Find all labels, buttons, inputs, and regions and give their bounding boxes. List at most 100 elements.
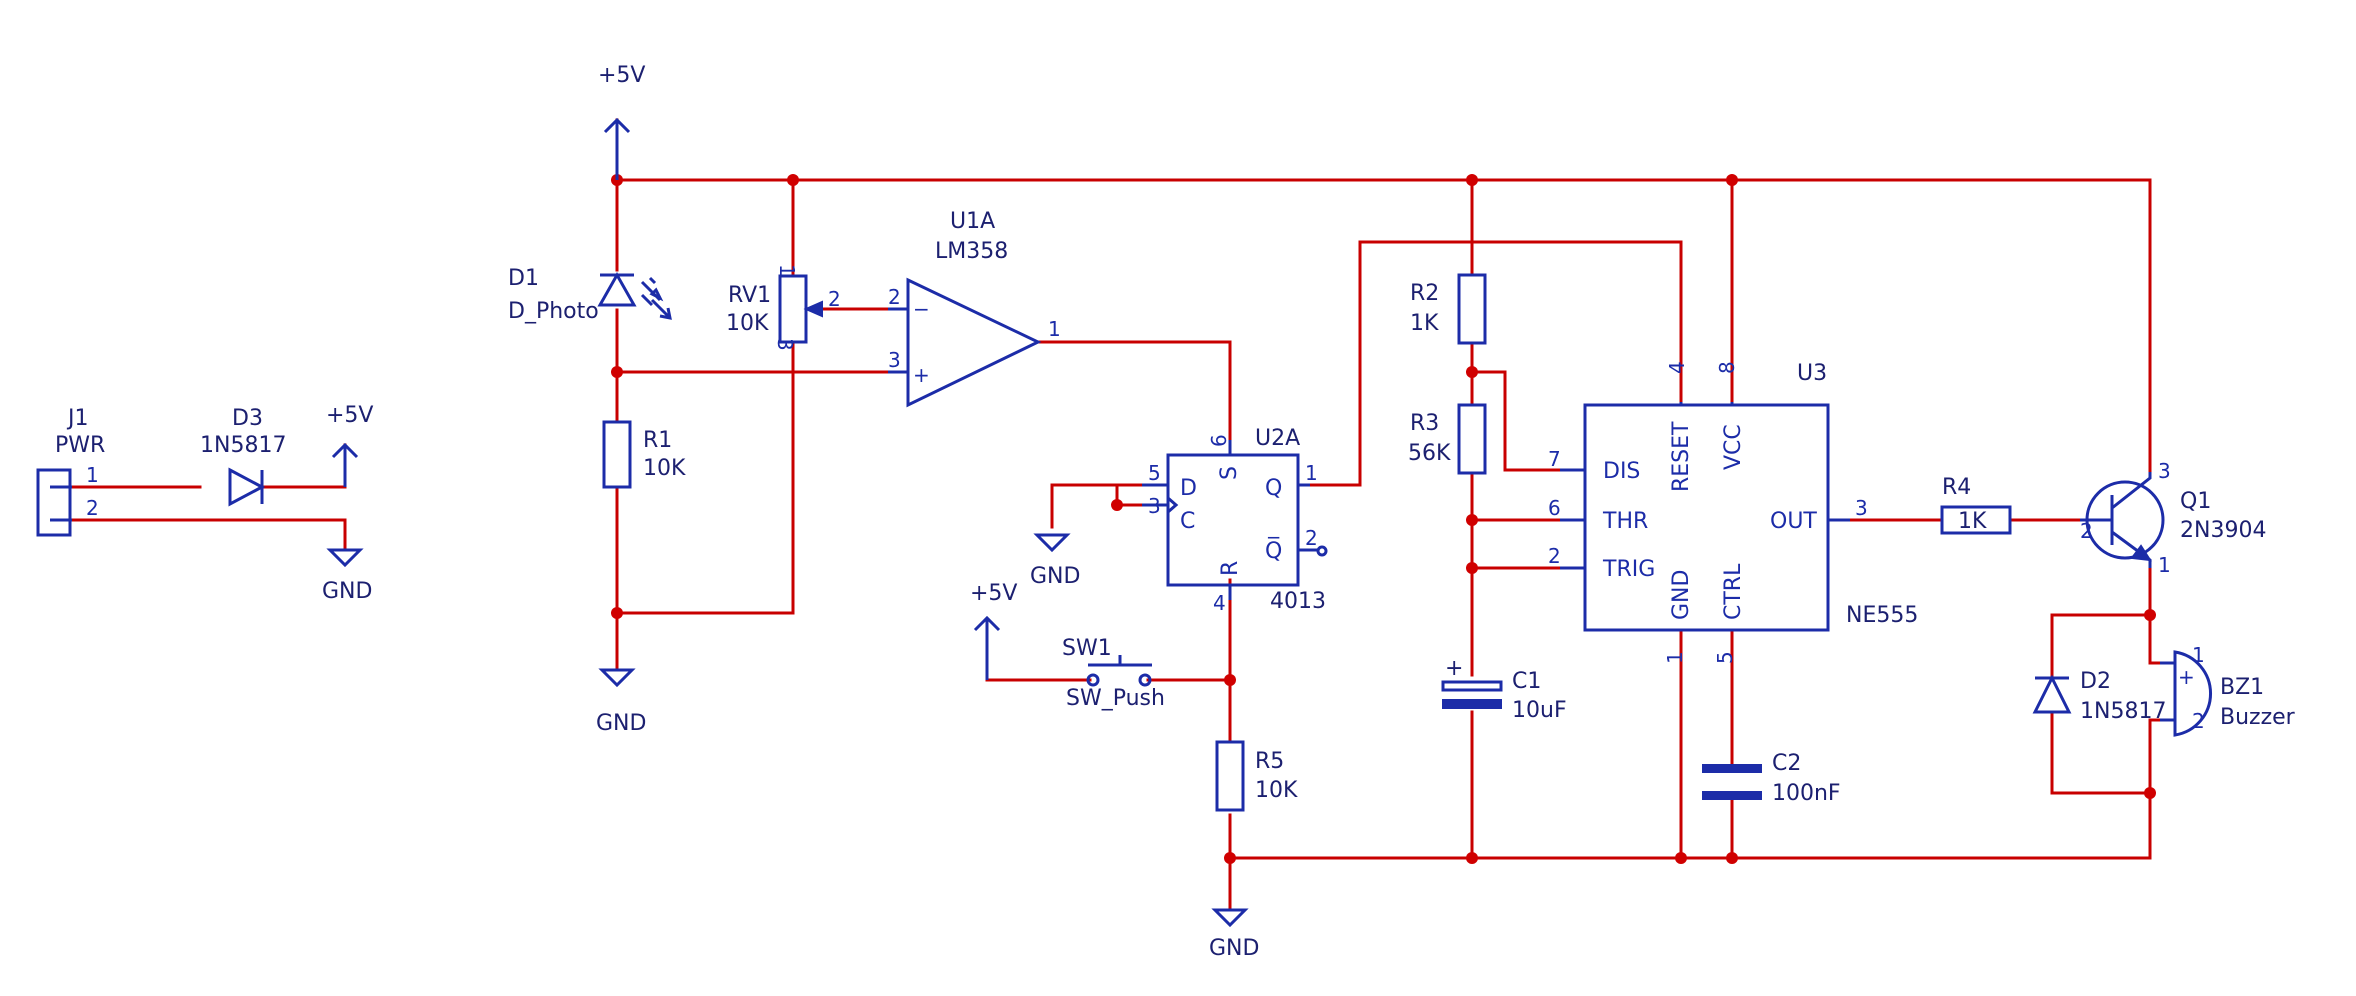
svg-text:R5: R5 <box>1255 749 1284 774</box>
gnd-symbol-u2a: GND <box>1030 533 1080 589</box>
gnd-symbol-j1: GND <box>322 548 372 604</box>
svg-text:C1: C1 <box>1512 669 1541 694</box>
bz1-buzzer: 1 2 + BZ1 Buzzer <box>2160 643 2296 737</box>
svg-text:3: 3 <box>1855 496 1868 520</box>
svg-text:+5V: +5V <box>970 581 1017 606</box>
svg-text:PWR: PWR <box>55 433 105 458</box>
d2-diode: D2 1N5817 <box>2032 669 2166 724</box>
svg-text:Buzzer: Buzzer <box>2220 705 2296 730</box>
svg-text:1: 1 <box>86 463 99 487</box>
svg-text:+5V: +5V <box>326 403 373 428</box>
svg-text:3: 3 <box>1148 494 1161 518</box>
svg-text:2: 2 <box>888 285 901 309</box>
svg-text:1: 1 <box>2192 643 2205 667</box>
svg-text:C: C <box>1180 509 1195 534</box>
svg-text:100nF: 100nF <box>1772 781 1841 806</box>
svg-text:RV1: RV1 <box>728 283 771 308</box>
rv1-potentiometer: 1 2 3 RV1 10K <box>726 264 841 351</box>
svg-text:4: 4 <box>1213 591 1226 615</box>
svg-text:GND: GND <box>1209 936 1259 961</box>
vcc-symbol-main: +5V <box>598 63 645 180</box>
svg-text:3: 3 <box>773 338 797 351</box>
svg-text:J1: J1 <box>66 406 89 431</box>
svg-text:2: 2 <box>1305 526 1318 550</box>
d1-photodiode: D1 D_Photo <box>508 266 672 324</box>
svg-text:6: 6 <box>1548 496 1561 520</box>
svg-text:2: 2 <box>2192 709 2205 733</box>
svg-text:D2: D2 <box>2080 669 2111 694</box>
svg-text:THR: THR <box>1602 509 1648 534</box>
d3-diode: D3 1N5817 <box>200 406 286 507</box>
svg-text:1K: 1K <box>1410 311 1439 336</box>
vcc-symbol-sw: +5V <box>970 581 1017 680</box>
svg-text:D_Photo: D_Photo <box>508 299 599 324</box>
svg-text:2: 2 <box>1548 544 1561 568</box>
svg-text:3: 3 <box>888 348 901 372</box>
c2-capacitor: C2 100nF <box>1702 751 1841 806</box>
j1-connector: 1 2 J1 PWR <box>36 406 105 537</box>
svg-text:1: 1 <box>775 264 799 277</box>
svg-text:TRIG: TRIG <box>1602 557 1655 582</box>
r5-resistor: R5 10K <box>1215 740 1298 812</box>
sw1-pushbutton: SW1 SW_Push <box>1062 636 1165 711</box>
svg-text:BZ1: BZ1 <box>2220 675 2264 700</box>
svg-text:D1: D1 <box>508 266 539 291</box>
svg-text:SW1: SW1 <box>1062 636 1112 661</box>
svg-text:1N5817: 1N5817 <box>2080 699 2166 724</box>
svg-text:U1A: U1A <box>950 209 995 234</box>
r4-resistor: 1K R4 <box>1940 475 2012 535</box>
svg-text:NE555: NE555 <box>1846 603 1918 628</box>
svg-text:4: 4 <box>1665 361 1689 374</box>
svg-text:56K: 56K <box>1408 441 1451 466</box>
r3-resistor: R3 56K <box>1408 403 1487 475</box>
svg-text:+: + <box>913 363 930 387</box>
svg-text:1: 1 <box>1663 651 1687 664</box>
svg-text:R2: R2 <box>1410 281 1439 306</box>
svg-text:DIS: DIS <box>1603 459 1640 484</box>
vcc-symbol-j1: +5V <box>326 403 373 487</box>
svg-text:GND: GND <box>596 711 646 736</box>
svg-text:U2A: U2A <box>1255 426 1300 451</box>
svg-text:CTRL: CTRL <box>1721 563 1746 620</box>
svg-text:R3: R3 <box>1410 411 1439 436</box>
svg-text:−: − <box>913 297 930 321</box>
svg-text:Q: Q <box>1265 476 1282 501</box>
svg-text:10K: 10K <box>643 456 686 481</box>
svg-text:+: + <box>1445 656 1463 681</box>
svg-text:+5V: +5V <box>598 63 645 88</box>
svg-text:5: 5 <box>1148 461 1161 485</box>
svg-text:C2: C2 <box>1772 751 1801 776</box>
svg-text:R4: R4 <box>1942 475 1971 500</box>
svg-text:R: R <box>1218 561 1243 576</box>
svg-text:OUT: OUT <box>1770 509 1817 534</box>
svg-text:SW_Push: SW_Push <box>1066 686 1165 711</box>
svg-text:3: 3 <box>2158 459 2171 483</box>
svg-text:2: 2 <box>828 287 841 311</box>
svg-text:+: + <box>2178 665 2195 689</box>
svg-text:10K: 10K <box>726 311 769 336</box>
svg-text:GND: GND <box>1669 570 1694 620</box>
svg-text:2: 2 <box>2080 519 2093 543</box>
r2-resistor: R2 1K <box>1410 273 1487 345</box>
u2a-flipflop: D C Q Q̅ S R 5 3 1 2 6 4 U2A 4013 <box>1142 426 1328 615</box>
svg-text:S: S <box>1217 466 1242 480</box>
svg-text:LM358: LM358 <box>935 239 1008 264</box>
svg-text:R1: R1 <box>643 428 672 453</box>
svg-text:8: 8 <box>1715 361 1739 374</box>
u3-ne555: DIS THR TRIG OUT RESET VCC GND CTRL 7 6 … <box>1548 361 1918 664</box>
svg-text:2N3904: 2N3904 <box>2180 518 2266 543</box>
svg-text:Q̅: Q̅ <box>1265 537 1282 564</box>
svg-text:1N5817: 1N5817 <box>200 433 286 458</box>
svg-text:1K: 1K <box>1958 509 1987 534</box>
svg-text:4013: 4013 <box>1270 589 1326 614</box>
svg-text:GND: GND <box>1030 564 1080 589</box>
svg-text:1: 1 <box>2158 553 2171 577</box>
svg-text:VCC: VCC <box>1721 424 1746 470</box>
svg-text:10uF: 10uF <box>1512 698 1567 723</box>
gnd-symbol-r5: GND <box>1209 908 1259 961</box>
svg-text:GND: GND <box>322 579 372 604</box>
wires <box>70 118 2162 912</box>
svg-text:2: 2 <box>86 496 99 520</box>
r1-resistor: R1 10K <box>602 420 686 489</box>
